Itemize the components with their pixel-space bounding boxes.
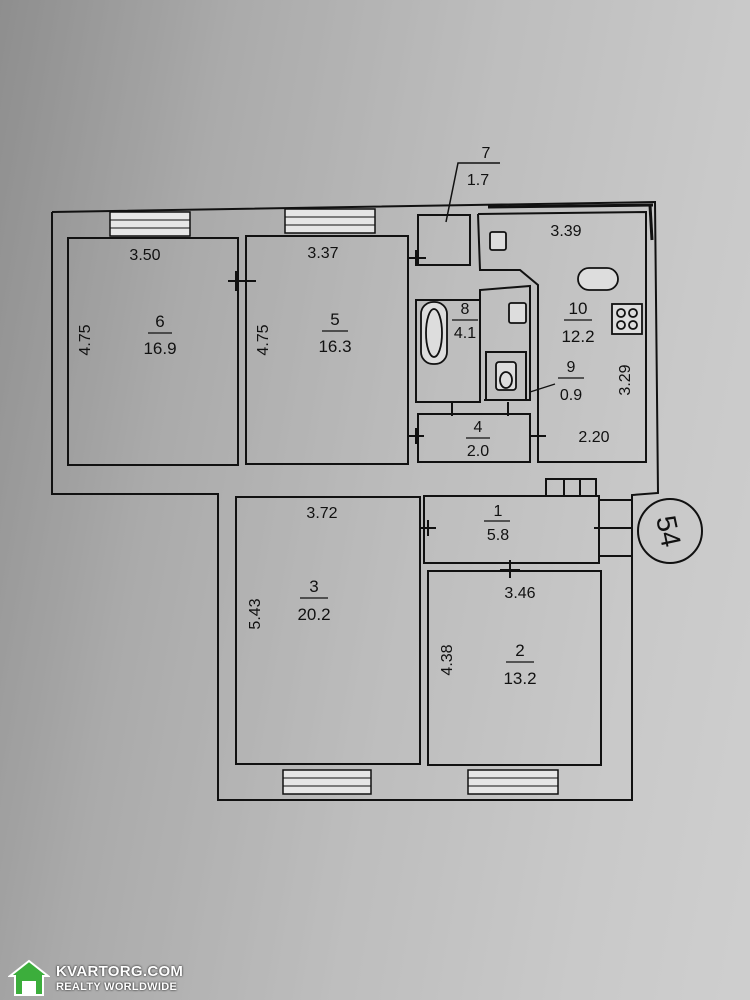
door-markers [228,250,632,578]
room-7: 7 1.7 [467,145,491,189]
room-3-width: 3.72 [306,505,337,522]
window-room-2 [467,769,559,795]
stove-icon [611,303,643,335]
room-9-area: 0.9 [560,387,582,404]
room-5-width: 3.37 [307,245,338,262]
toilet-icon [495,361,517,391]
room-10-width-bottom: 2.20 [578,429,609,446]
room-outlines [67,210,647,766]
room-3-number: 3 [309,577,318,596]
sink-icon [489,231,507,251]
windows [109,208,559,795]
room-3: 3.72 5.43 3 20.2 [247,505,338,630]
outer-walls [51,200,660,801]
room-3-height: 5.43 [247,598,264,629]
fixtures [420,231,643,391]
room-3-area: 20.2 [297,605,330,624]
room-4-number: 4 [474,419,483,436]
room-2-height: 4.38 [439,644,456,675]
room-1-outline [423,495,600,564]
room-10-number: 10 [569,299,588,318]
window-room-3 [282,769,372,795]
room-8-outline [415,299,481,403]
kitchen-sink-icon [577,267,619,291]
room-8: 8 4.1 [452,301,478,342]
room-5-number: 5 [330,310,339,329]
room-9-number: 9 [567,359,576,376]
room-7-number: 7 [482,145,491,162]
room-5-height: 4.75 [255,324,272,355]
watermark-title: KVARTORG.COM [56,962,184,980]
room-3-outline [235,496,421,765]
room-7-area: 1.7 [467,172,489,189]
room-2-number: 2 [515,641,524,660]
stamp: 54 [637,498,703,564]
window-room-6 [109,211,191,237]
room-10: 3.39 10 12.2 3.29 2.20 [550,223,634,446]
washbasin-icon [508,302,527,324]
room-5-outline [245,235,409,465]
room-1-area: 5.8 [487,527,509,544]
stamp-number: 54 [650,513,687,550]
room-6-width: 3.50 [129,247,160,264]
room-6-area: 16.9 [143,339,176,358]
room-9-outline [485,351,527,401]
room-4-area: 2.0 [467,443,489,460]
room-10-width: 3.39 [550,223,581,240]
room-1-number: 1 [494,503,503,520]
watermark-subtitle: REALTY WORLDWIDE [56,980,178,993]
room-6-height: 4.75 [77,324,94,355]
room-2-area: 13.2 [503,669,536,688]
room-10-outline [477,210,647,463]
room-7-leader [445,162,500,223]
house-logo-icon [8,959,50,996]
room-1: 1 5.8 [484,503,510,544]
watermark: KVARTORG.COM REALTY WORLDWIDE [8,958,183,998]
room-10-height: 3.29 [617,364,634,395]
room-5: 3.37 4.75 5 16.3 [255,245,352,356]
room-2: 3.46 4.38 2 13.2 [439,585,537,688]
window-room-5 [284,208,376,234]
entrance [545,478,632,557]
room-10-area: 12.2 [561,327,594,346]
room-4-outline [417,413,531,463]
room-6-outline [67,237,239,466]
bathtub-icon [420,301,448,365]
room-8-number: 8 [461,301,470,318]
room-6: 3.50 4.75 6 16.9 [77,247,177,358]
room-9: 9 0.9 [529,359,584,404]
room-2-width: 3.46 [504,585,535,602]
room-7-outline [417,214,471,266]
room-6-number: 6 [155,312,164,331]
room-8-area: 4.1 [454,325,476,342]
room-5-area: 16.3 [318,337,351,356]
room-4: 4 2.0 [466,419,490,460]
